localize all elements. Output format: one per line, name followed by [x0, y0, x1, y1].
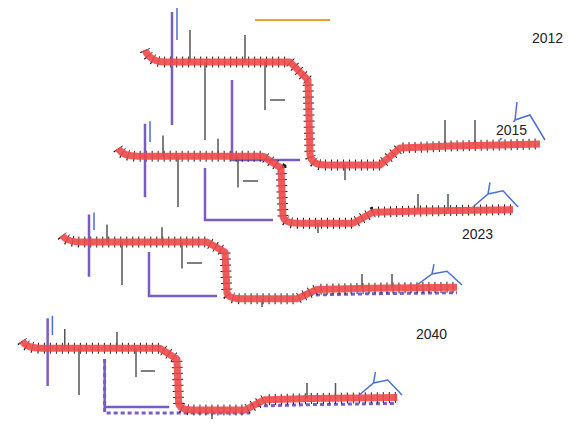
map-2023	[62, 212, 462, 307]
map-2015	[118, 121, 518, 233]
year-label: 2012	[530, 30, 565, 46]
network	[22, 316, 402, 419]
year-label: 2015	[494, 122, 529, 138]
map-2040	[22, 316, 402, 419]
purple-line	[302, 293, 457, 295]
year-label: 2023	[460, 226, 495, 242]
year-label: 2040	[414, 326, 449, 342]
network	[62, 212, 462, 307]
orange-line	[255, 19, 330, 21]
network	[118, 121, 518, 233]
